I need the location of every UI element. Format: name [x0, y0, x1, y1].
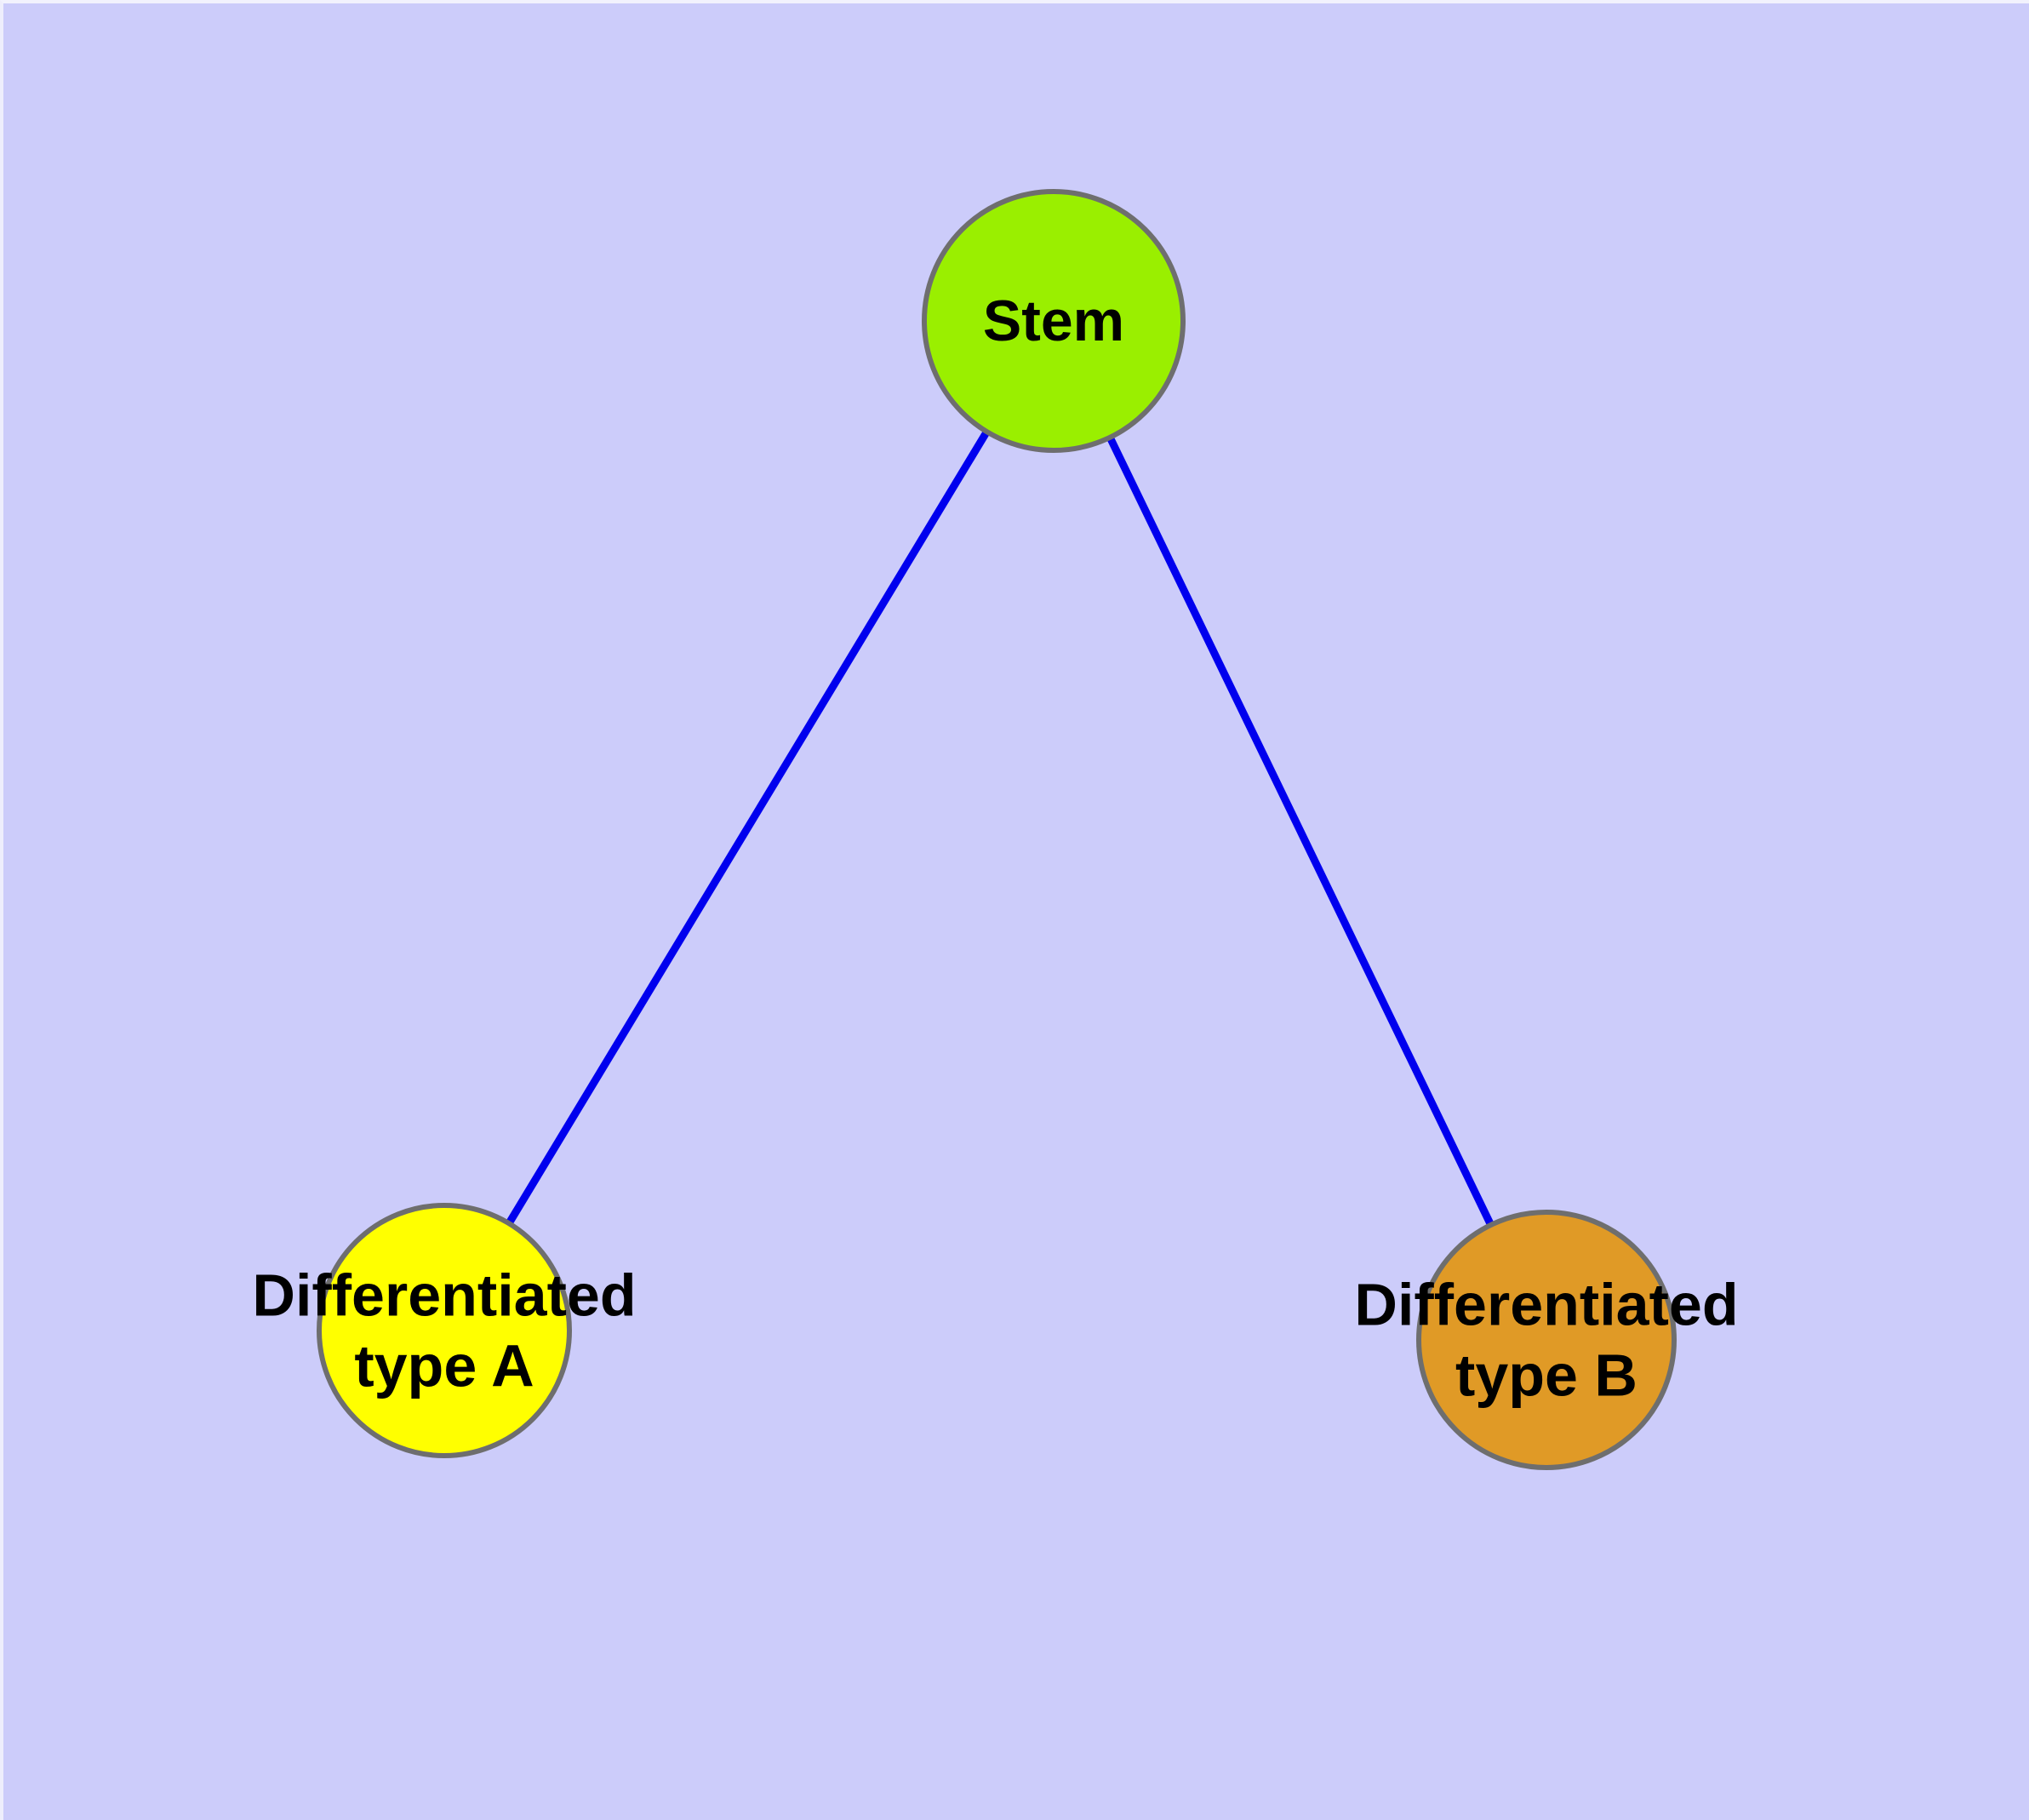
- edge-layer: [505, 428, 1495, 1228]
- node-layer: [317, 189, 1677, 1470]
- node-stem[interactable]: [922, 189, 1186, 453]
- edge-stem-to-differentiated-type-a[interactable]: [505, 428, 992, 1228]
- graph-svg: [317, 189, 1677, 1470]
- node-differentiated-type-b[interactable]: [1416, 1210, 1677, 1470]
- edge-stem-to-differentiated-type-b[interactable]: [1106, 434, 1495, 1228]
- node-differentiated-type-a[interactable]: [317, 1203, 572, 1458]
